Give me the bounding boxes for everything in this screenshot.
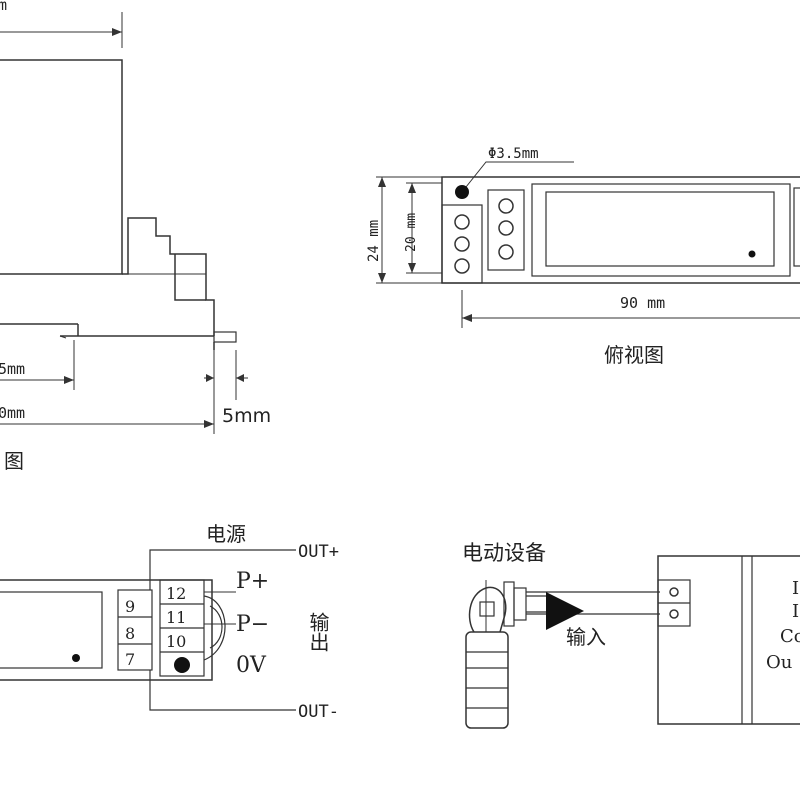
dim-length-label: 90 mm — [620, 294, 665, 312]
top-view-caption: 俯视图 — [604, 343, 664, 367]
partial-text: Ou — [766, 652, 792, 673]
dim-outer-height-label: 24 mm — [366, 220, 382, 262]
indicator-dot-icon — [72, 654, 80, 662]
top-view — [376, 161, 800, 328]
hole-dimension-label: Φ3.5mm — [488, 146, 539, 162]
terminal-label: 8 — [125, 624, 135, 643]
side-view — [0, 12, 248, 434]
terminal-label: 9 — [125, 597, 135, 616]
terminal-label: 11 — [166, 608, 186, 627]
terminal-label: 12 — [166, 584, 186, 603]
mounting-hole-icon — [455, 185, 469, 199]
wiring-right — [465, 555, 800, 729]
dim-total-label: 0mm — [0, 404, 25, 422]
dim-inner-height-label: 20 mm — [404, 213, 419, 252]
partial-text: Co — [780, 626, 800, 647]
p-minus-label: P− — [236, 612, 269, 637]
terminal-label: 10 — [166, 632, 186, 651]
wiring-left — [0, 549, 296, 711]
terminal-label: 7 — [125, 650, 135, 669]
side-view-caption: 图 — [4, 449, 24, 473]
out-minus-label: OUT- — [298, 702, 339, 722]
dim-top-label: m — [0, 0, 7, 14]
device-label: 电动设备 — [462, 541, 546, 565]
p-plus-label: P+ — [236, 569, 269, 594]
partial-text: I — [792, 578, 799, 599]
terminal-hole-icon — [174, 657, 190, 673]
dim-inner-label: 5mm — [0, 360, 25, 378]
dim-pin-label: 5mm — [222, 405, 271, 427]
indicator-dot-icon — [748, 250, 756, 258]
out-plus-label: OUT+ — [298, 542, 339, 562]
input-arrow-icon — [546, 592, 584, 630]
input-label: 输入 — [566, 625, 606, 649]
zero-v-label: 0V — [236, 653, 267, 678]
partial-text: I — [792, 601, 799, 622]
power-label: 电源 — [206, 522, 246, 546]
output-label: 输出 — [306, 612, 330, 652]
